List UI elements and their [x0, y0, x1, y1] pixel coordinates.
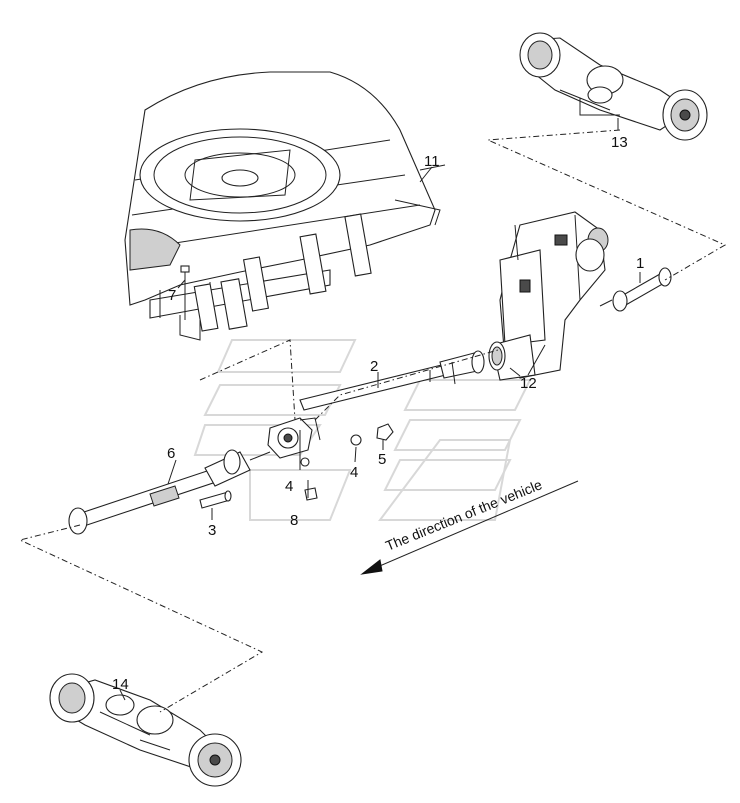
callout-5: 5 [378, 451, 386, 468]
callout-11: 11 [424, 153, 440, 170]
front-frame-assembly [124, 71, 446, 341]
vehicle-direction-arrow [360, 480, 579, 575]
rear-axle-assembly [519, 32, 708, 141]
callout-14: 14 [112, 676, 129, 693]
callout-13: 13 [611, 134, 628, 151]
small-parts [199, 423, 394, 509]
callout-2: 2 [370, 358, 378, 375]
rear-drive-shaft [599, 267, 672, 312]
callout-1: 1 [636, 255, 644, 272]
front-drive-shaft [68, 449, 271, 535]
callout-4a: 4 [350, 464, 358, 481]
callout-8: 8 [290, 512, 298, 529]
direction-label: The direction of the vehicle [383, 476, 544, 554]
connection-lines [18, 129, 727, 713]
callout-12: 12 [520, 375, 537, 392]
callout-4b: 4 [285, 478, 293, 495]
callouts: 1 2 3 4 4 5 6 7 8 11 12 13 14 [112, 134, 644, 693]
transfer-gearbox [488, 211, 609, 381]
leader-lines [119, 120, 641, 701]
callout-6: 6 [167, 445, 175, 462]
front-axle-assembly [49, 673, 242, 787]
callout-7: 7 [168, 287, 176, 304]
brake-support [267, 417, 321, 459]
intermediate-drive-shaft [299, 350, 485, 411]
callout-3: 3 [208, 522, 216, 539]
